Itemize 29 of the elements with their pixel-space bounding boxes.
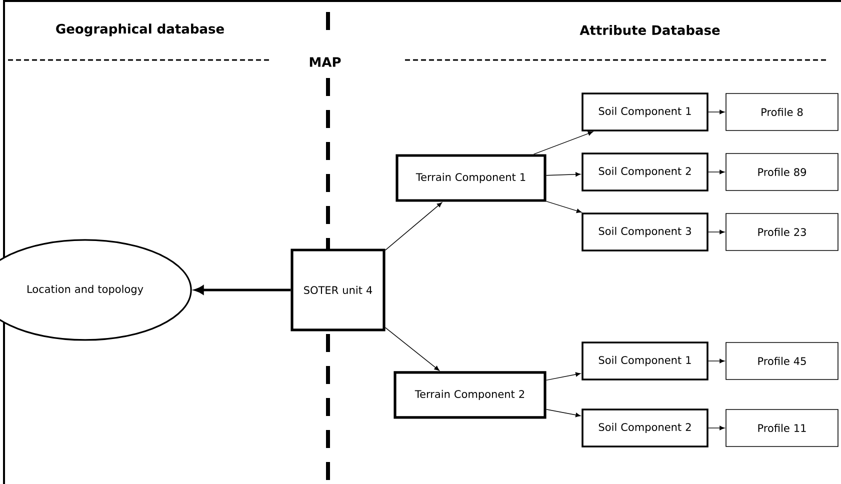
arrow [708,170,725,174]
soil-box: Soil Component 3 [582,212,708,252]
arrow [546,200,582,214]
arrow [194,286,291,294]
arrow [708,426,725,430]
soil-box: Soil Component 1 [582,92,708,132]
soil-box: Soil Component 2 [582,408,708,448]
soil-box: Soil Component 2 [582,152,708,192]
heading: Geographical database [53,22,227,38]
unit-box: SOTER unit 4 [290,248,386,332]
arrow [533,131,594,155]
terrain-box: Terrain Component 1 [396,154,546,202]
profile-box: Profile 11 [726,409,838,447]
map-label: MAP [306,55,344,69]
arrow [708,358,725,364]
terrain-box: Terrain Component 2 [394,371,546,419]
profile-box: Profile 45 [726,342,838,380]
soil-box: Soil Component 1 [582,342,708,380]
profile-box: Profile 23 [726,213,838,251]
arrow [546,372,581,381]
arrow [546,409,581,418]
profile-box: Profile 89 [726,153,838,191]
arrow [708,110,725,114]
profile-box: Profile 8 [726,93,838,131]
heading: Attribute Database [578,22,722,38]
arrow [384,327,440,371]
arrow [708,230,725,234]
arrow [546,172,581,177]
arrow [384,202,442,251]
